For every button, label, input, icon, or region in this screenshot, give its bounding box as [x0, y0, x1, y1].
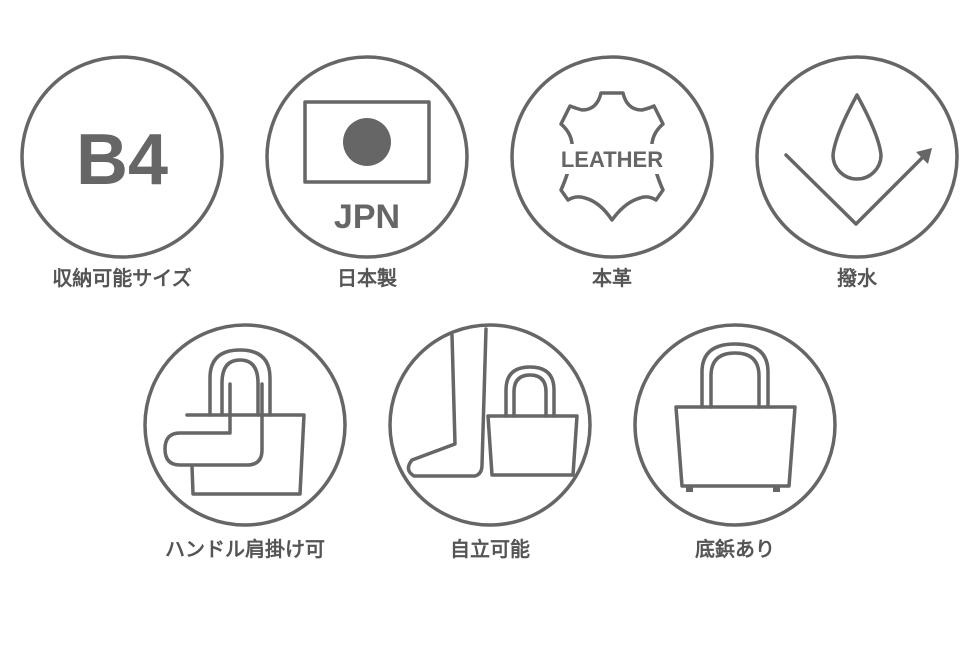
feature-studs: 底鋲あり: [633, 323, 837, 561]
japan-flag-icon: [303, 100, 431, 184]
feature-label: 底鋲あり: [695, 537, 775, 561]
feature-b4: B4 収納可能サイズ: [20, 55, 224, 290]
jpn-text: JPN: [334, 198, 400, 236]
feature-japan: JPN 日本製: [265, 55, 469, 290]
self-standing-icon: [406, 327, 579, 478]
bottom-studs-icon: [674, 342, 797, 492]
feature-label: 自立可能: [450, 537, 530, 561]
leather-text: LEATHER: [561, 147, 663, 172]
circle-frame: [265, 55, 469, 259]
circle-frame: [388, 323, 592, 527]
feature-standing: 自立可能: [388, 323, 592, 561]
circle-frame: [755, 55, 959, 259]
circle-frame: [143, 323, 347, 527]
b4-size-icon: [20, 55, 224, 259]
shoulder-carry-icon: [163, 348, 306, 496]
feature-shoulder: ハンドル肩掛け可: [143, 323, 347, 561]
feature-label: 収納可能サイズ: [52, 266, 191, 290]
feature-label: 日本製: [337, 266, 397, 290]
feature-label: 撥水: [837, 266, 878, 290]
circle-frame: [510, 55, 714, 259]
feature-label: ハンドル肩掛け可: [165, 537, 325, 561]
leather-hide-icon: [559, 91, 665, 222]
feature-water: 撥水: [755, 55, 959, 290]
b4-text: B4: [76, 120, 168, 200]
leather-text-backdrop: [556, 144, 668, 174]
circle-frame: [633, 323, 837, 527]
feature-leather: LEATHER 本革: [510, 55, 714, 290]
feature-label: 本革: [592, 266, 632, 290]
water-repellent-icon: [784, 93, 932, 226]
